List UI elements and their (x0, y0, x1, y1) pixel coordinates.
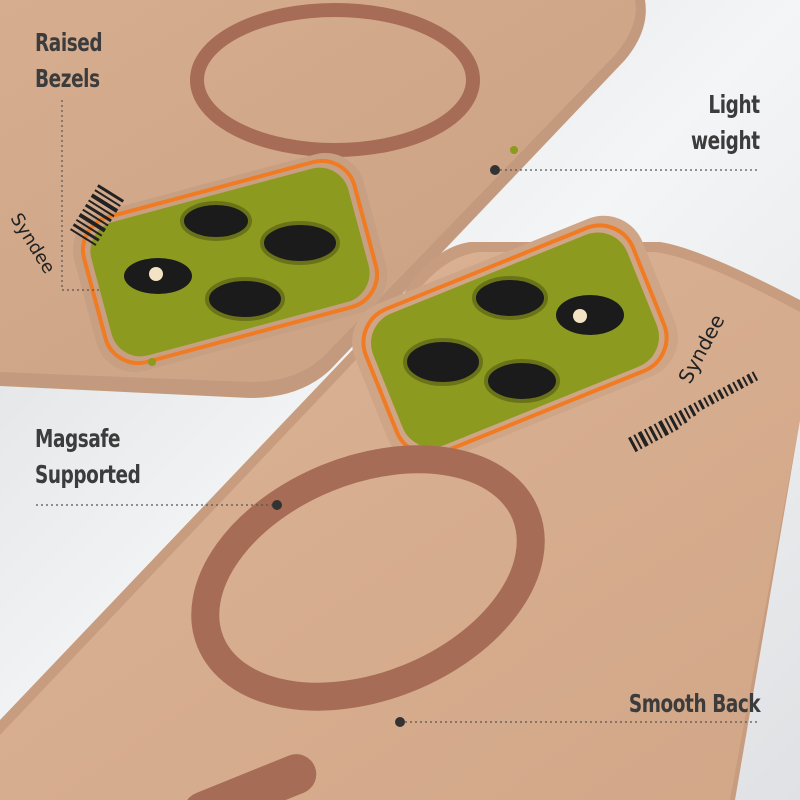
magsafe-ring-top (190, 3, 480, 157)
callout-light-weight: Light weight (691, 90, 760, 155)
lens (260, 221, 340, 265)
callout-dots (272, 165, 500, 727)
callout-lines (36, 100, 758, 723)
callout-magsafe-supported: Magsafe Supported (35, 424, 141, 489)
lens (403, 338, 483, 386)
callout-dot (395, 717, 405, 727)
barcode-top (70, 184, 125, 246)
magsafe-ring-bottom (183, 445, 545, 800)
phone-case-bottom: Syndee (0, 215, 800, 800)
barcode-bottom (628, 371, 759, 453)
lens (205, 277, 285, 321)
lens (472, 276, 548, 320)
lens (180, 201, 252, 241)
lens (484, 359, 560, 403)
callout-dot (490, 165, 500, 175)
callout-raised-bezels: Raised Bezels (35, 28, 103, 93)
callout-smooth-back: Smooth Back (628, 689, 761, 718)
camera-module-top (72, 152, 388, 373)
phone-case-top: Syndee (0, 0, 646, 398)
callout-dot (272, 500, 282, 510)
camera-module-bottom (352, 215, 678, 465)
flash (556, 295, 624, 335)
